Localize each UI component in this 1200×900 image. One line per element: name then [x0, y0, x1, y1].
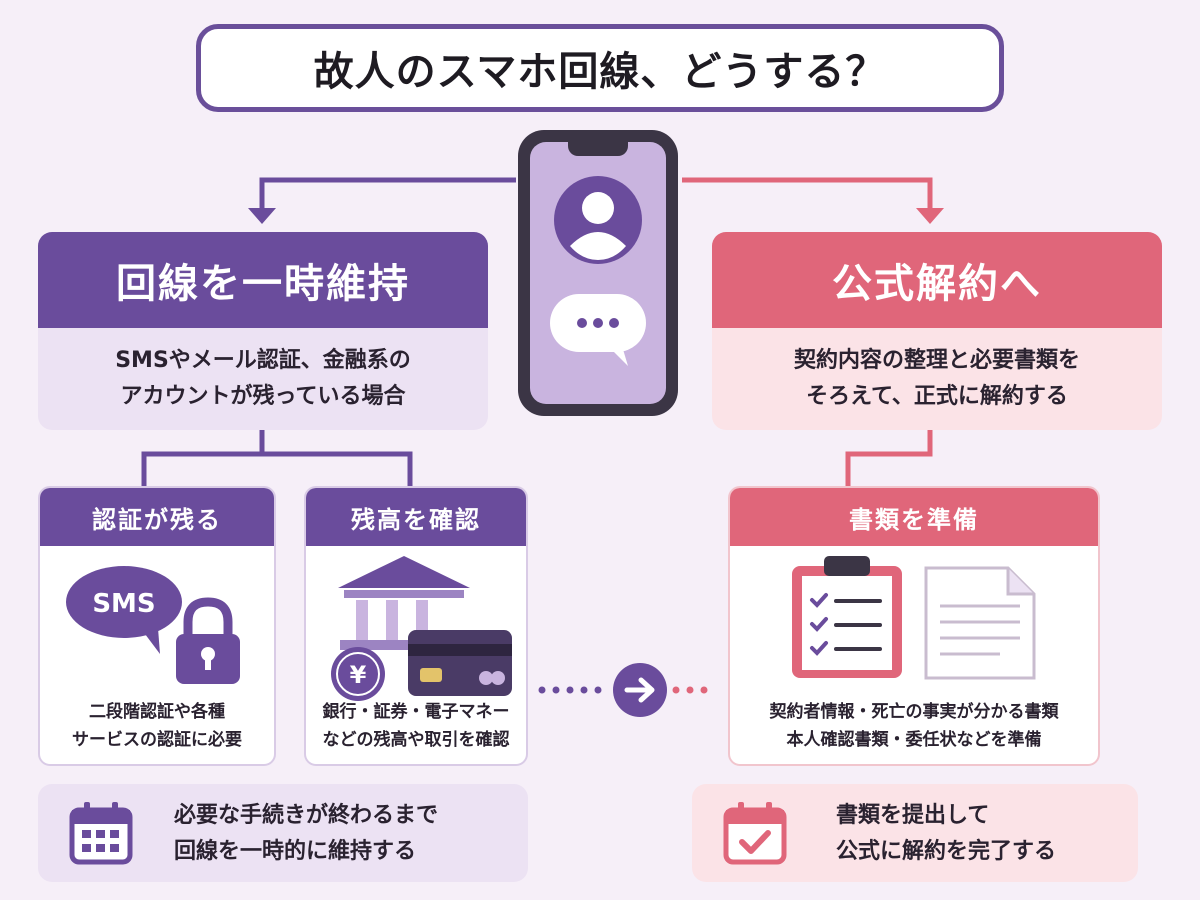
right-summary-note: 書類を提出して 公式に解約を完了する [692, 784, 1138, 882]
balance-card-header: 残高を確認 [306, 488, 526, 546]
calendar-icon [69, 802, 133, 865]
left-desc-line1: SMSやメール認証、金融系の [115, 348, 411, 373]
auth-card-text: 二段階認証や各種 サービスの認証に必要 [40, 698, 274, 754]
balance-card-text: 銀行・証券・電子マネー などの残高や取引を確認 [306, 698, 526, 754]
documents-card-header: 書類を準備 [730, 488, 1098, 546]
right-note-text: 書類を提出して 公式に解約を完了する [836, 798, 1056, 870]
bank-icon [338, 556, 470, 650]
auth-card: 認証が残る SMS 二段階認証や各種 サービスの認証に必要 [38, 486, 276, 766]
left-branch-description: SMSやメール認証、金融系の アカウントが残っている場合 [38, 328, 488, 430]
documents-card-line2: 本人確認書類・委任状などを準備 [786, 730, 1042, 750]
balance-card-line2: などの残高や取引を確認 [322, 730, 510, 750]
yen-symbol: ¥ [350, 661, 367, 689]
right-desc-line1: 契約内容の整理と必要書類を [793, 348, 1080, 373]
left-note-line1: 必要な手続きが終わるまで [174, 803, 439, 828]
calendar-check-icon [723, 802, 787, 865]
auth-card-header: 認証が残る [40, 488, 274, 546]
document-icon [924, 566, 1036, 680]
right-branch-description: 契約内容の整理と必要書類を そろえて、正式に解約する [712, 328, 1162, 430]
left-summary-note: 必要な手続きが終わるまで 回線を一時的に維持する [38, 784, 528, 882]
documents-card-text: 契約者情報・死亡の事実が分かる書類 本人確認書類・委任状などを準備 [730, 698, 1098, 754]
sms-badge-text: SMS [92, 589, 155, 619]
right-desc-line2: そろえて、正式に解約する [806, 384, 1068, 409]
left-desc-line2: アカウントが残っている場合 [120, 384, 406, 409]
yen-coin-icon: ¥ [331, 647, 385, 701]
left-note-line2: 回線を一時的に維持する [174, 839, 417, 864]
credit-card-icon [408, 630, 512, 696]
person-avatar-icon [554, 176, 642, 264]
documents-card-line1: 契約者情報・死亡の事実が分かる書類 [769, 702, 1059, 722]
chat-bubble-icon [550, 294, 646, 366]
phone-notch [568, 142, 628, 156]
right-note-line1: 書類を提出して [836, 803, 990, 828]
page-title: 故人のスマホ回線、どうする？ [196, 24, 1004, 112]
clipboard-checklist-icon [792, 556, 902, 678]
right-branch-header: 公式解約へ [712, 232, 1162, 328]
balance-card: 残高を確認 ¥ 銀行・証券・電子マネー などの残高や取引を確認 [304, 486, 528, 766]
auth-card-line2: サービスの認証に必要 [72, 730, 242, 750]
balance-card-line1: 銀行・証券・電子マネー [322, 702, 510, 722]
sms-bubble-icon: SMS [66, 566, 182, 654]
right-note-line2: 公式に解約を完了する [836, 839, 1057, 864]
padlock-icon [176, 597, 240, 684]
auth-card-line1: 二段階認証や各種 [89, 702, 225, 722]
right-arrow-icon [613, 663, 667, 717]
documents-card: 書類を準備 契約者情報・死亡の事実が分かる書類 本人確認書類・委任状などを準備 [728, 486, 1100, 766]
left-note-text: 必要な手続きが終わるまで 回線を一時的に維持する [174, 798, 438, 870]
left-branch-header: 回線を一時維持 [38, 232, 488, 328]
